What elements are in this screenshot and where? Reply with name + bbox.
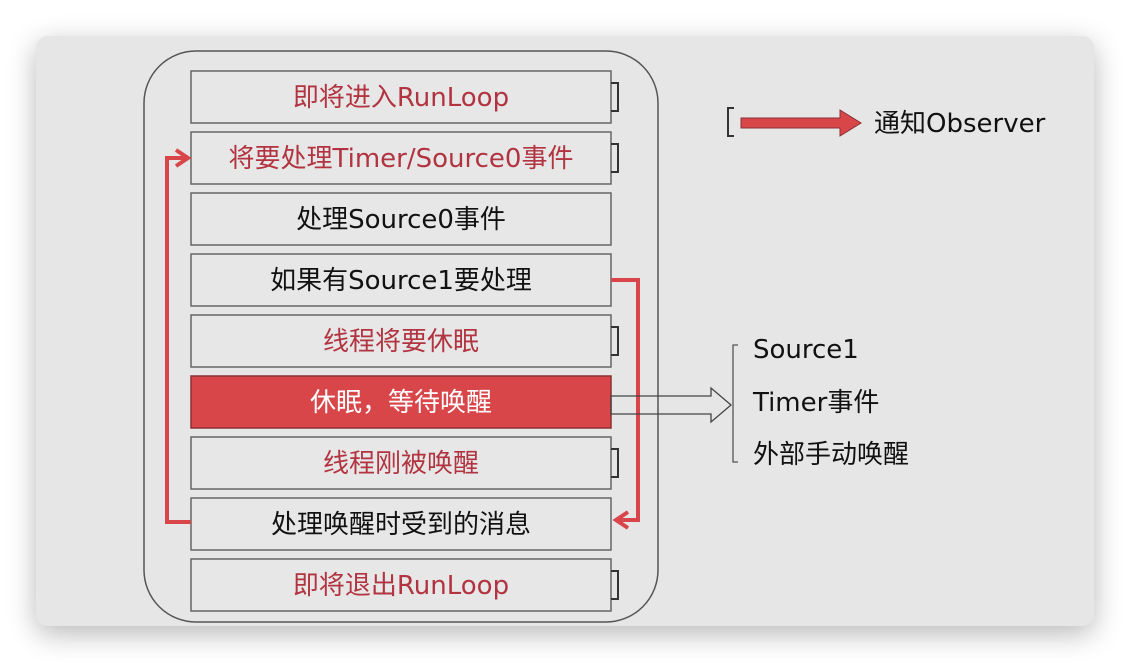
step-label: 处理Source0事件 — [296, 205, 506, 235]
notify-bracket-icon — [727, 107, 734, 137]
runloop-diagram: 即将进入RunLoop 将要处理Timer/Source0事件处理Source0事… — [143, 50, 1046, 623]
slide-window: 即将进入RunLoop 将要处理Timer/Source0事件处理Source0事… — [36, 36, 1094, 626]
step-box — [190, 253, 612, 307]
wake-source-item: Source1 — [753, 335, 859, 365]
step-label: 即将退出RunLoop — [293, 571, 509, 601]
step-label: 将要处理Timer/Source0事件 — [229, 144, 574, 174]
loop-back-arrowhead — [174, 148, 192, 168]
step-box — [190, 192, 612, 246]
notify-observer-marker-icon — [611, 326, 619, 356]
wake-source-item: 外部手动唤醒 — [753, 440, 909, 470]
loop-back-arrow — [165, 156, 191, 524]
step-box — [190, 314, 612, 368]
step-label: 即将进入RunLoop — [293, 83, 509, 113]
step-label: 线程将要休眠 — [323, 327, 479, 357]
legend-arrow-icon — [740, 109, 862, 137]
source1-jump-arrowhead — [612, 510, 630, 530]
notify-observer-marker-icon — [611, 448, 619, 478]
step-box — [190, 131, 612, 185]
source1-jump-arrow — [611, 278, 640, 522]
step-label: 线程刚被唤醒 — [323, 449, 479, 479]
wake-sources-brace — [732, 344, 738, 463]
wake-arrow — [610, 386, 733, 424]
step-box — [190, 375, 612, 429]
step-label: 处理唤醒时受到的消息 — [271, 510, 531, 540]
step-label: 如果有Source1要处理 — [270, 266, 532, 296]
legend-label: 通知Observer — [874, 109, 1046, 139]
step-box — [190, 558, 612, 612]
step-label: 休眠，等待唤醒 — [310, 388, 492, 418]
runloop-container — [143, 50, 659, 623]
notify-observer-marker-icon — [611, 143, 619, 173]
step-box — [190, 436, 612, 490]
notify-observer-marker-icon — [611, 82, 619, 112]
wake-source-item: Timer事件 — [752, 388, 879, 418]
notify-observer-marker-icon — [611, 570, 619, 600]
step-box — [190, 70, 612, 124]
